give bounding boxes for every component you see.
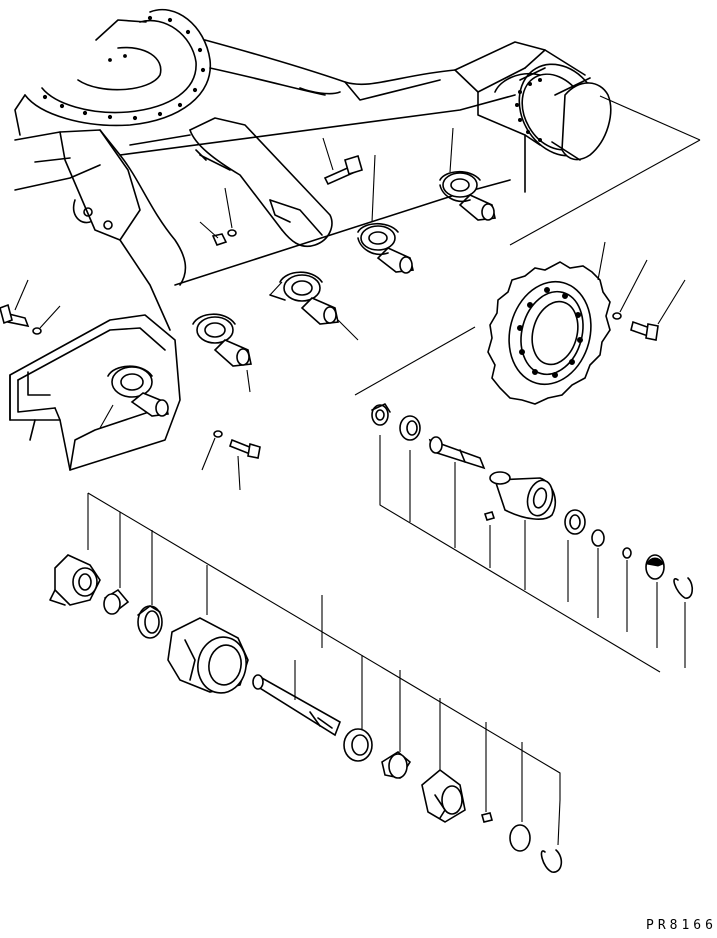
carrier-roller-exploded bbox=[372, 404, 692, 598]
sprocket bbox=[488, 262, 610, 404]
leader-lines bbox=[15, 96, 700, 845]
fasteners bbox=[0, 156, 658, 458]
carrier-roller-2 bbox=[358, 224, 413, 273]
track-roller-exploded bbox=[50, 555, 561, 872]
track-frame bbox=[10, 10, 617, 470]
track-roller-1 bbox=[270, 272, 338, 324]
front-idler-roller bbox=[108, 366, 168, 416]
carrier-roller-1 bbox=[440, 172, 495, 220]
track-roller-2 bbox=[193, 314, 251, 366]
drawing-code: PR81666 bbox=[646, 918, 717, 933]
